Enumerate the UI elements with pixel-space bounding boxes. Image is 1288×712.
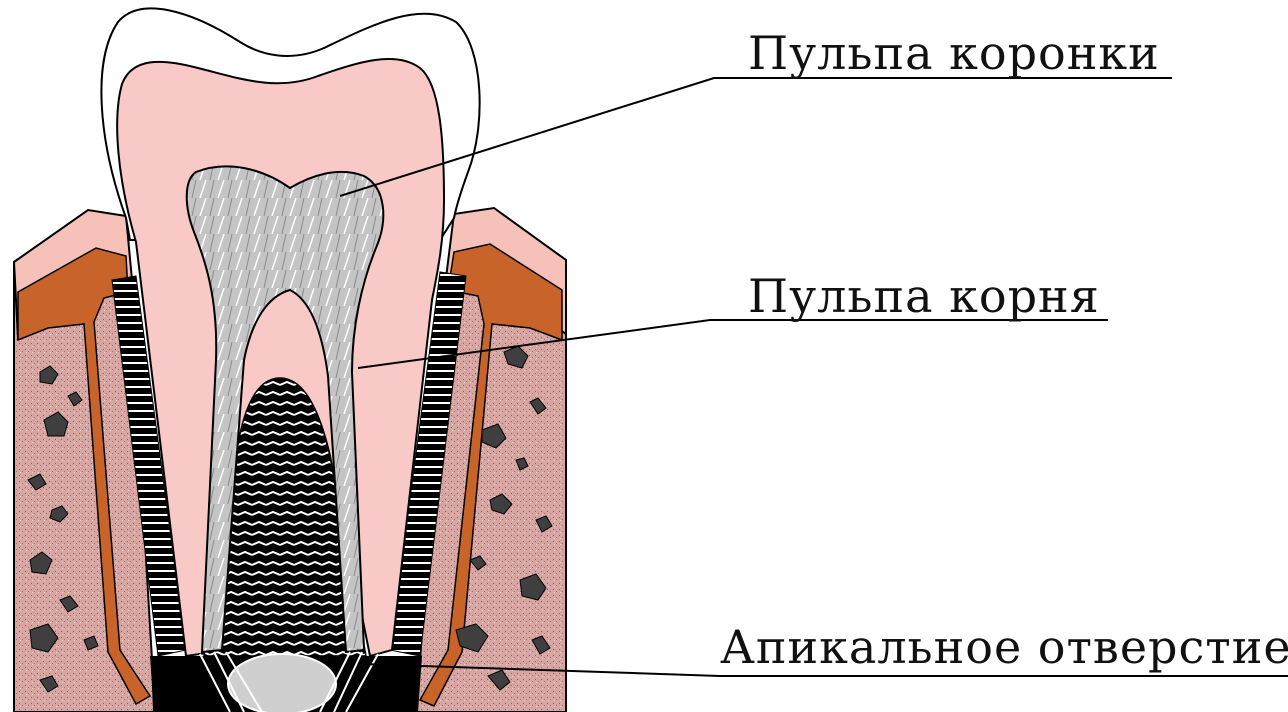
label-root-pulp: Пульпа корня bbox=[748, 273, 1100, 319]
label-apical-foramen: Апикальное отверстие bbox=[720, 624, 1288, 670]
label-crown-pulp: Пульпа коронки bbox=[748, 30, 1160, 76]
